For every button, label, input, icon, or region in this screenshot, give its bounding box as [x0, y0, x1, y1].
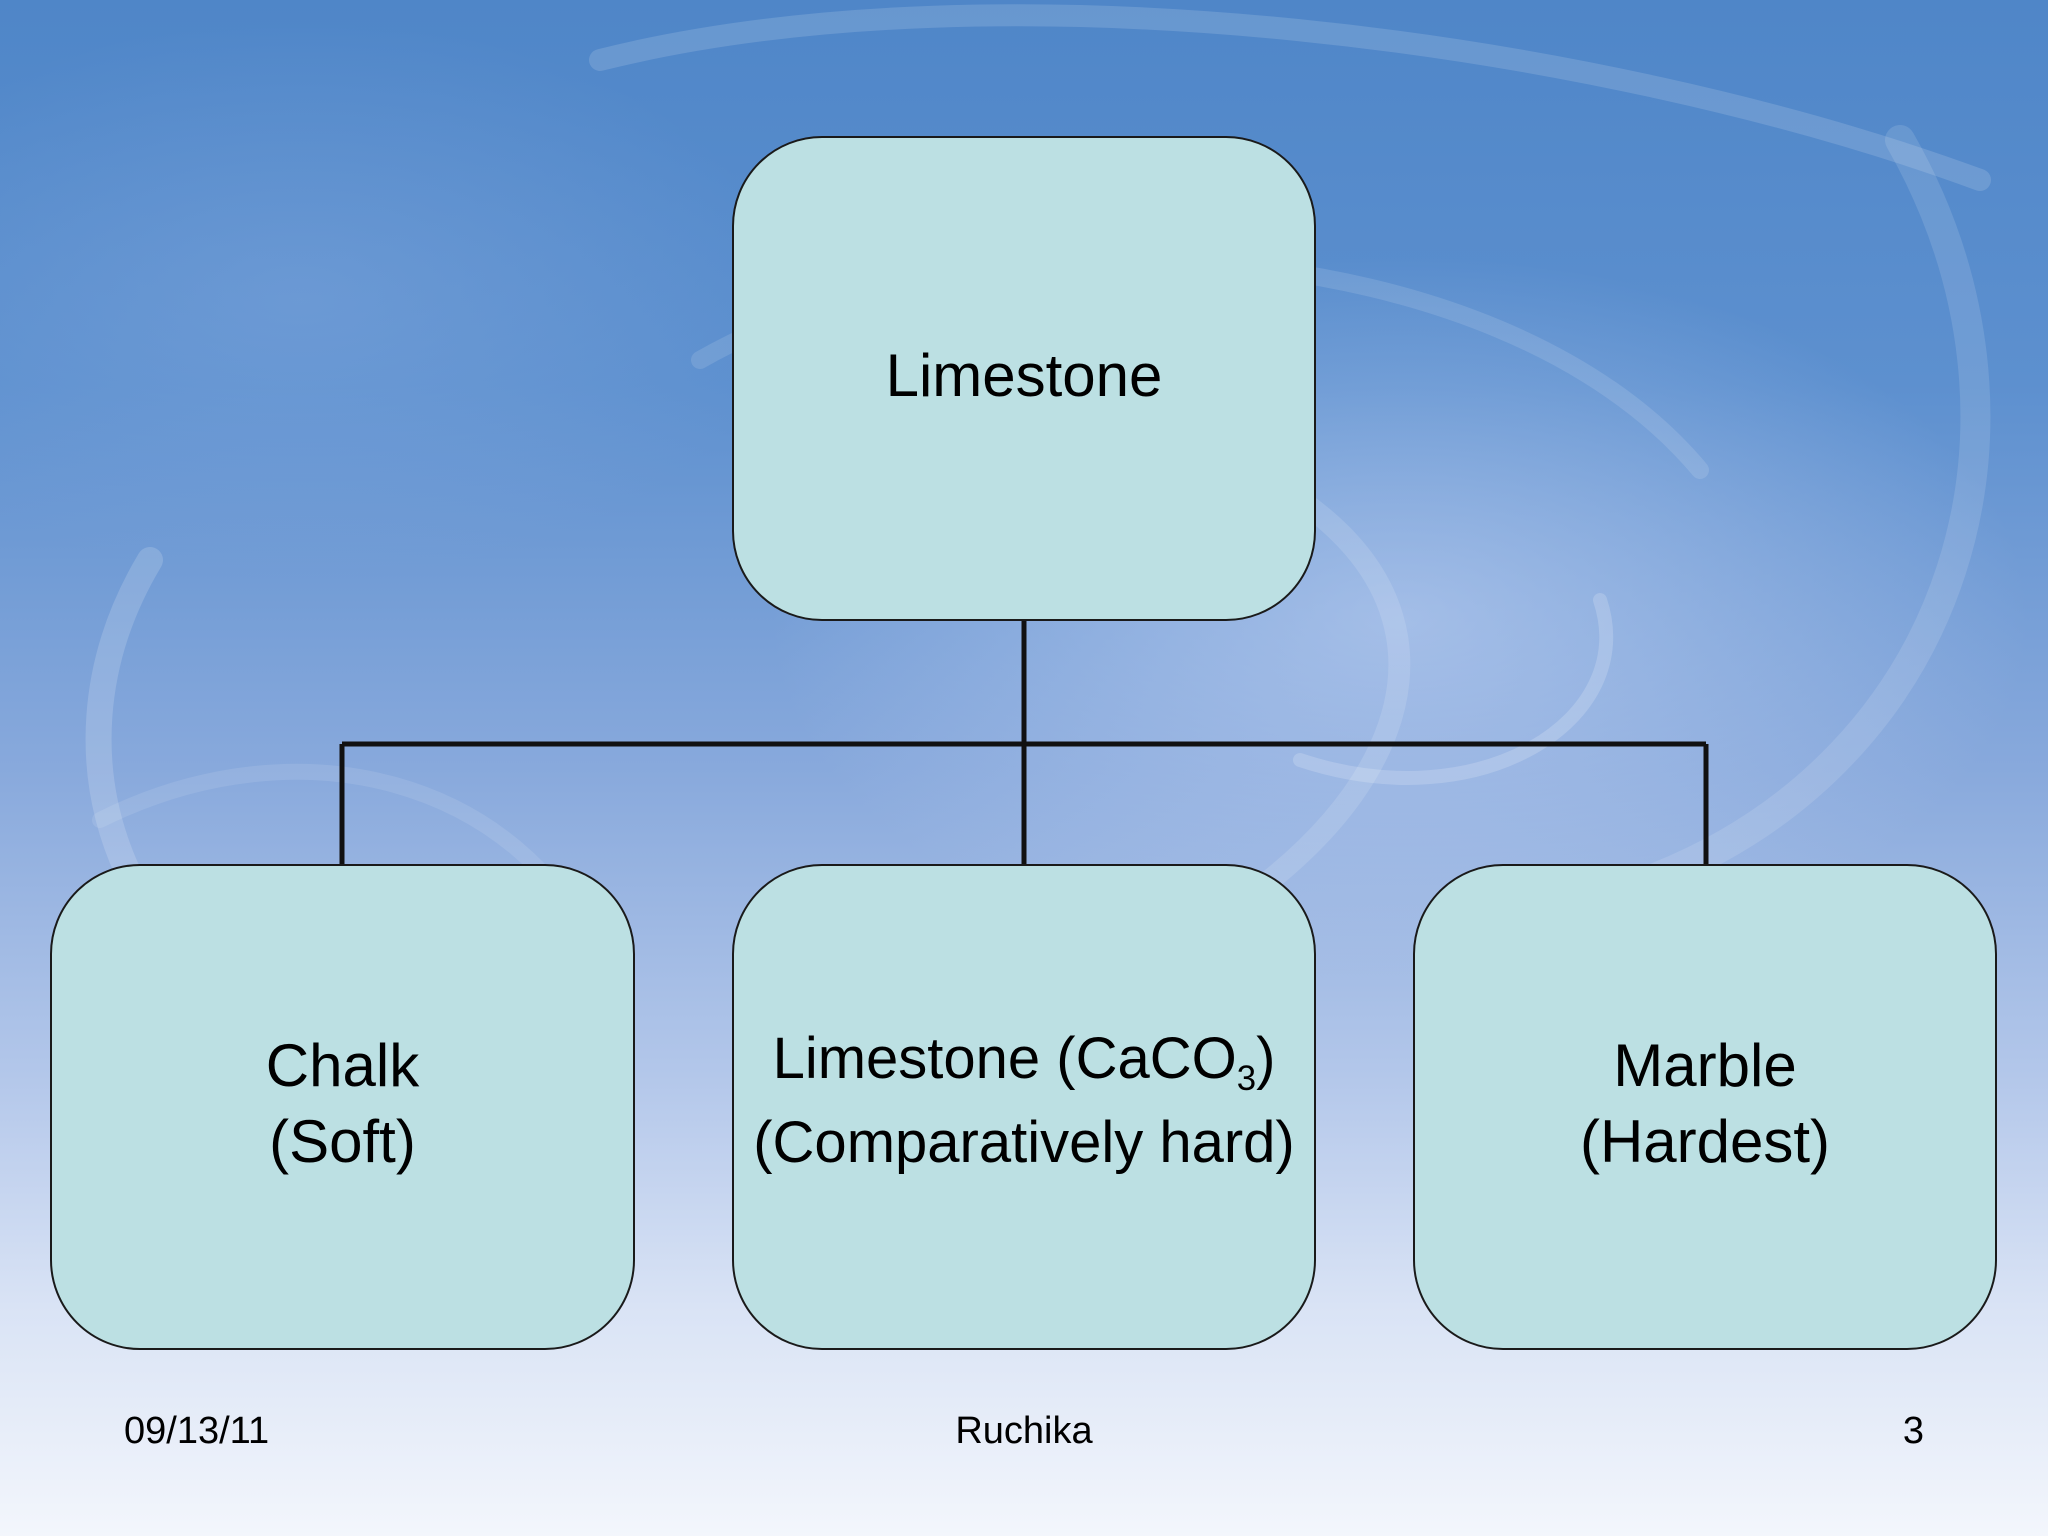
node-chalk: Chalk (Soft)	[50, 864, 635, 1350]
node-chalk-label: Chalk (Soft)	[266, 1028, 419, 1180]
node-chalk-title: Chalk	[265, 1032, 420, 1099]
limestone-formula-main: Limestone (CaCO	[772, 1026, 1237, 1091]
footer-page-number: 3	[1902, 1410, 1924, 1452]
node-marble-title: Marble	[1613, 1032, 1797, 1099]
node-marble-hardness: (Hardest)	[1579, 1108, 1831, 1175]
node-limestone-child-title: Limestone (CaCO3)	[753, 1017, 1295, 1101]
node-limestone-child-label: Limestone (CaCO3) (Comparatively hard)	[753, 1017, 1295, 1185]
node-limestone-root-label: Limestone	[885, 341, 1163, 409]
limestone-formula-close: )	[1256, 1026, 1276, 1091]
node-marble: Marble (Hardest)	[1413, 864, 1997, 1350]
footer-author: Ruchika	[955, 1410, 1093, 1452]
node-chalk-hardness: (Soft)	[269, 1108, 416, 1175]
node-marble-label: Marble (Hardest)	[1580, 1028, 1830, 1180]
limestone-formula-subscript: 3	[1236, 1059, 1257, 1099]
footer-date: 09/13/11	[124, 1410, 270, 1452]
node-limestone-child: Limestone (CaCO3) (Comparatively hard)	[732, 864, 1316, 1350]
node-limestone-child-hardness: (Comparatively hard)	[753, 1110, 1295, 1175]
node-limestone-root: Limestone	[732, 136, 1316, 621]
